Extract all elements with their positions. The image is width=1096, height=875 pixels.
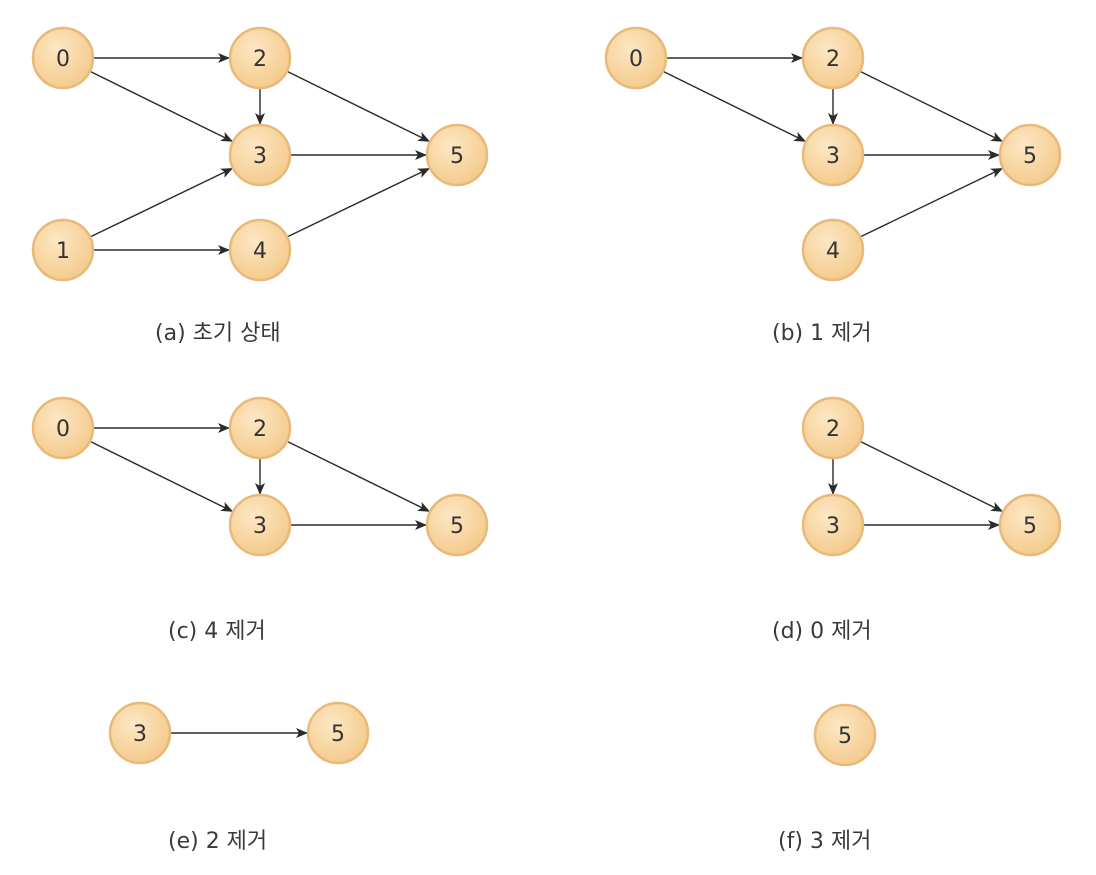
node-3: 3: [228, 123, 292, 187]
node-2: 2: [228, 396, 292, 460]
caption-e: (e) 2 제거: [168, 829, 267, 854]
node-circle: [801, 218, 865, 282]
edge-1-3: [89, 167, 234, 238]
node-label: 1: [56, 239, 70, 264]
node-label: 0: [56, 47, 70, 72]
node-circle: [228, 493, 292, 557]
node-circle: [31, 218, 95, 282]
node-circle: [228, 396, 292, 460]
node-label: 4: [826, 239, 840, 264]
node-2: 2: [228, 26, 292, 90]
node-circle: [425, 493, 489, 557]
node-2: 2: [801, 396, 865, 460]
node-label: 3: [826, 144, 840, 169]
node-circle: [801, 396, 865, 460]
node-label: 5: [450, 144, 464, 169]
edges: [89, 423, 431, 530]
nodes: 2 3 5: [801, 396, 1062, 557]
panel-f: 5 (f) 3 제거: [778, 703, 877, 854]
node-2: 2: [801, 26, 865, 90]
node-circle: [998, 123, 1062, 187]
node-label: 5: [450, 514, 464, 539]
node-5: 5: [306, 701, 370, 765]
node-circle: [604, 26, 668, 90]
nodes: 0 2 3 5: [31, 396, 489, 557]
node-4: 4: [801, 218, 865, 282]
node-label: 3: [826, 514, 840, 539]
node-label: 5: [1023, 144, 1037, 169]
panel-d: 2 3 5 (d) 0 제거: [772, 396, 1062, 644]
node-circle: [108, 701, 172, 765]
node-0: 0: [31, 396, 95, 460]
node-label: 2: [253, 47, 267, 72]
edge-4-5: [286, 167, 431, 238]
node-circle: [228, 218, 292, 282]
panel-b: 0 2 3 4 5 (b) 1 제거: [604, 26, 1062, 346]
node-circle: [228, 26, 292, 90]
node-label: 3: [253, 144, 267, 169]
node-circle: [228, 123, 292, 187]
node-3: 3: [108, 701, 172, 765]
panel-a: 0 1 2 3 4 5 (a) 초기 상태: [31, 26, 489, 346]
node-circle: [306, 701, 370, 765]
caption-c: (c) 4 제거: [168, 619, 266, 644]
node-5: 5: [813, 703, 877, 767]
edge-0-3: [89, 70, 234, 142]
node-label: 2: [826, 417, 840, 442]
edge-2-5: [859, 440, 1004, 512]
node-5: 5: [998, 493, 1062, 557]
node-label: 2: [826, 47, 840, 72]
node-label: 4: [253, 239, 267, 264]
node-circle: [813, 703, 877, 767]
node-label: 0: [56, 417, 70, 442]
edge-4-5: [859, 167, 1004, 238]
node-label: 0: [629, 47, 643, 72]
node-circle: [31, 26, 95, 90]
node-3: 3: [801, 493, 865, 557]
edge-2-5: [286, 440, 431, 512]
edge-2-5: [286, 70, 431, 142]
nodes: 5: [813, 703, 877, 767]
node-0: 0: [604, 26, 668, 90]
node-label: 3: [253, 514, 267, 539]
caption-f: (f) 3 제거: [778, 829, 871, 854]
edges: [89, 53, 431, 255]
edge-2-5: [859, 70, 1004, 142]
node-1: 1: [31, 218, 95, 282]
edges: [828, 440, 1004, 530]
node-circle: [31, 396, 95, 460]
caption-a: (a) 초기 상태: [155, 321, 281, 346]
node-label: 2: [253, 417, 267, 442]
nodes: 0 1 2 3 4 5: [31, 26, 489, 282]
node-5: 5: [425, 123, 489, 187]
node-circle: [998, 493, 1062, 557]
node-0: 0: [31, 26, 95, 90]
node-circle: [801, 493, 865, 557]
node-circle: [801, 123, 865, 187]
caption-d: (d) 0 제거: [772, 619, 872, 644]
node-label: 5: [838, 724, 852, 749]
node-label: 5: [1023, 514, 1037, 539]
node-label: 3: [133, 722, 147, 747]
node-3: 3: [801, 123, 865, 187]
node-5: 5: [998, 123, 1062, 187]
node-5: 5: [425, 493, 489, 557]
node-circle: [425, 123, 489, 187]
panel-c: 0 2 3 5 (c) 4 제거: [31, 396, 489, 644]
nodes: 0 2 3 4 5: [604, 26, 1062, 282]
edge-0-3: [662, 70, 807, 142]
edges: [662, 53, 1004, 238]
caption-b: (b) 1 제거: [772, 321, 872, 346]
edge-0-3: [89, 440, 234, 512]
node-circle: [801, 26, 865, 90]
node-label: 5: [331, 722, 345, 747]
node-4: 4: [228, 218, 292, 282]
node-3: 3: [228, 493, 292, 557]
